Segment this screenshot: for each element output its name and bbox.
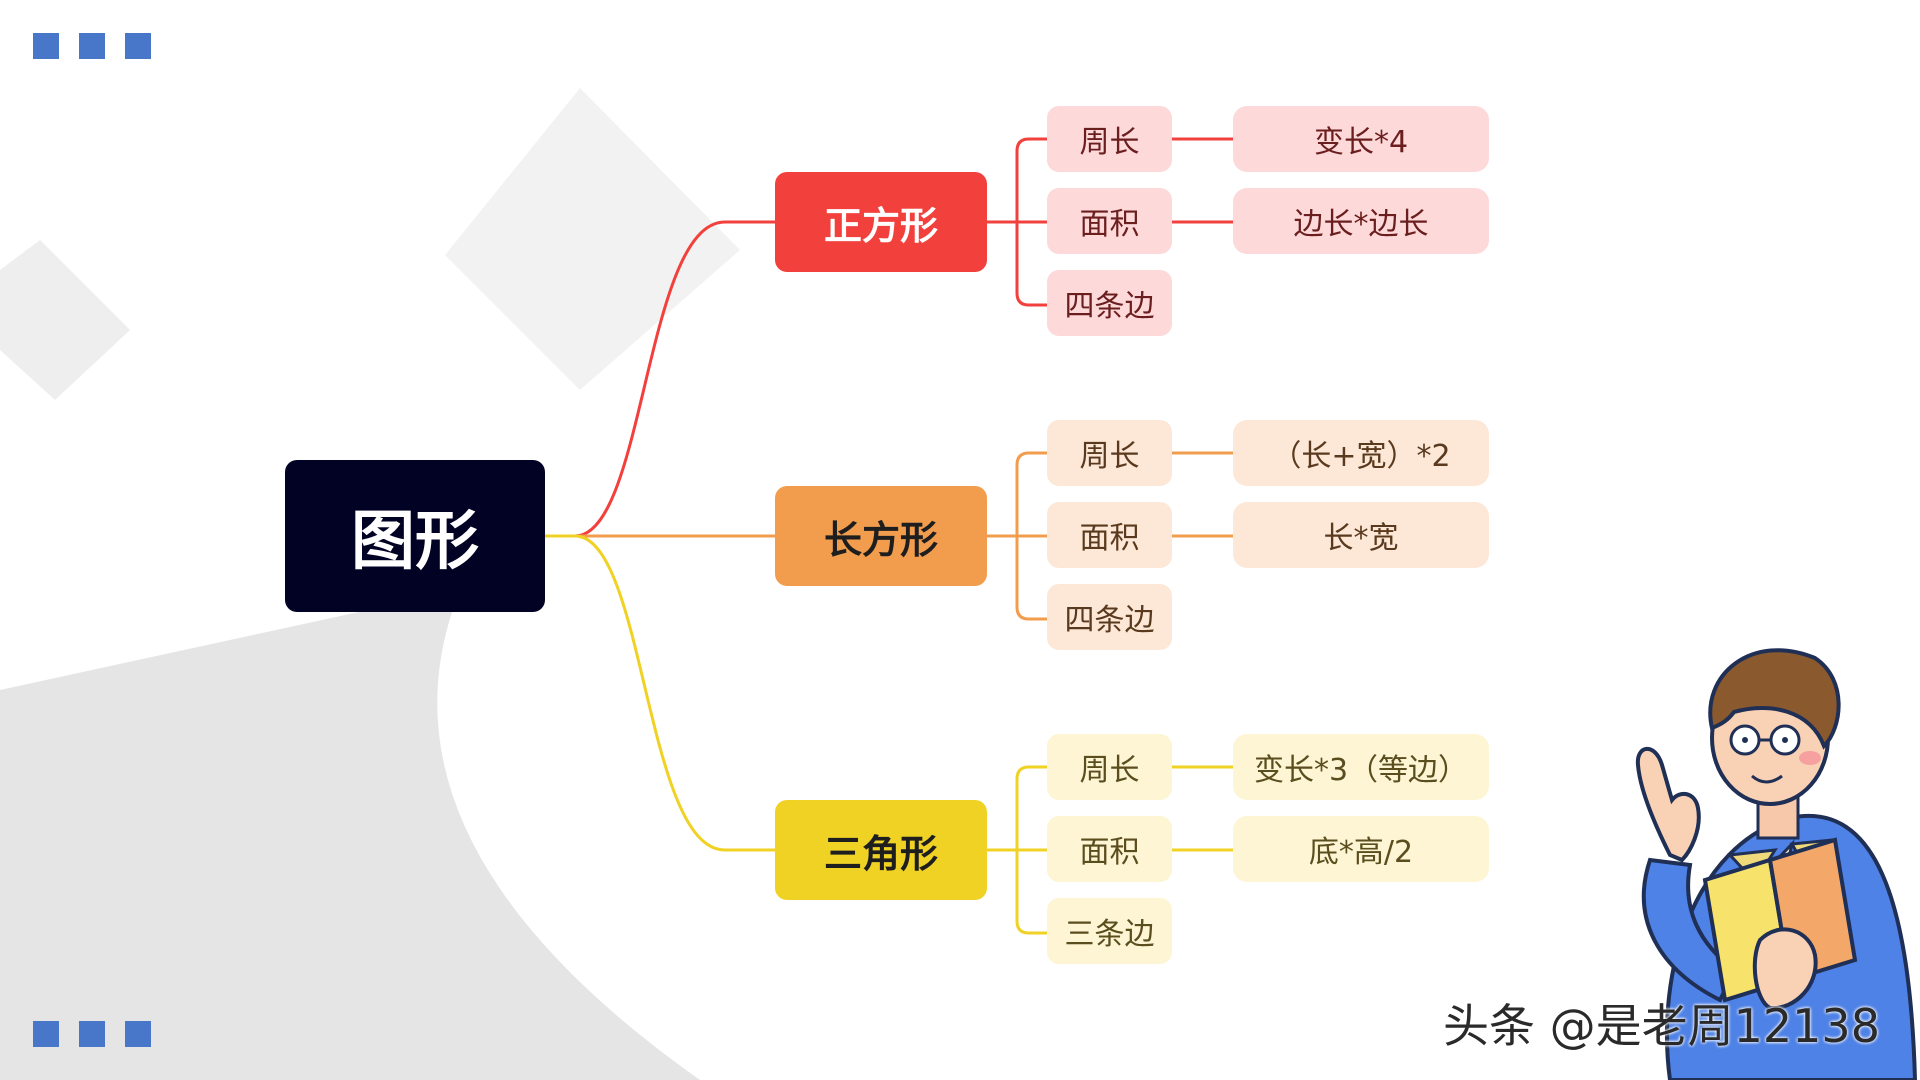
prop-node[interactable]: 三条边 [1047, 898, 1172, 964]
decorative-squares-bottom [33, 1021, 151, 1047]
prop-node[interactable]: 四条边 [1047, 584, 1172, 650]
prop-node[interactable]: 四条边 [1047, 270, 1172, 336]
square-icon [79, 1021, 105, 1047]
prop-node[interactable]: 面积 [1047, 816, 1172, 882]
value-node[interactable]: 边长*边长 [1233, 188, 1489, 254]
square-icon [125, 33, 151, 59]
prop-node[interactable]: 周长 [1047, 420, 1172, 486]
connector-line [543, 220, 777, 538]
square-icon [33, 1021, 59, 1047]
value-node[interactable]: 底*高/2 [1233, 816, 1489, 882]
square-icon [33, 33, 59, 59]
decorative-squares-top [33, 33, 151, 59]
prop-node[interactable]: 面积 [1047, 502, 1172, 568]
prop-node[interactable]: 面积 [1047, 188, 1172, 254]
branch-node-rectangle[interactable]: 长方形 [775, 486, 987, 586]
value-node[interactable]: （长+宽）*2 [1233, 420, 1489, 486]
square-icon [79, 33, 105, 59]
teacher-illustration-icon [1635, 648, 1918, 1080]
square-icon [125, 1021, 151, 1047]
connector-line [543, 534, 777, 852]
prop-node[interactable]: 周长 [1047, 734, 1172, 800]
branch-node-square[interactable]: 正方形 [775, 172, 987, 272]
watermark: 头条 @是老周12138 [1443, 999, 1880, 1053]
value-node[interactable]: 变长*3（等边） [1233, 734, 1489, 800]
prop-node[interactable]: 周长 [1047, 106, 1172, 172]
value-node[interactable]: 变长*4 [1233, 106, 1489, 172]
root-node[interactable]: 图形 [285, 460, 545, 612]
branch-node-triangle[interactable]: 三角形 [775, 800, 987, 900]
value-node[interactable]: 长*宽 [1233, 502, 1489, 568]
